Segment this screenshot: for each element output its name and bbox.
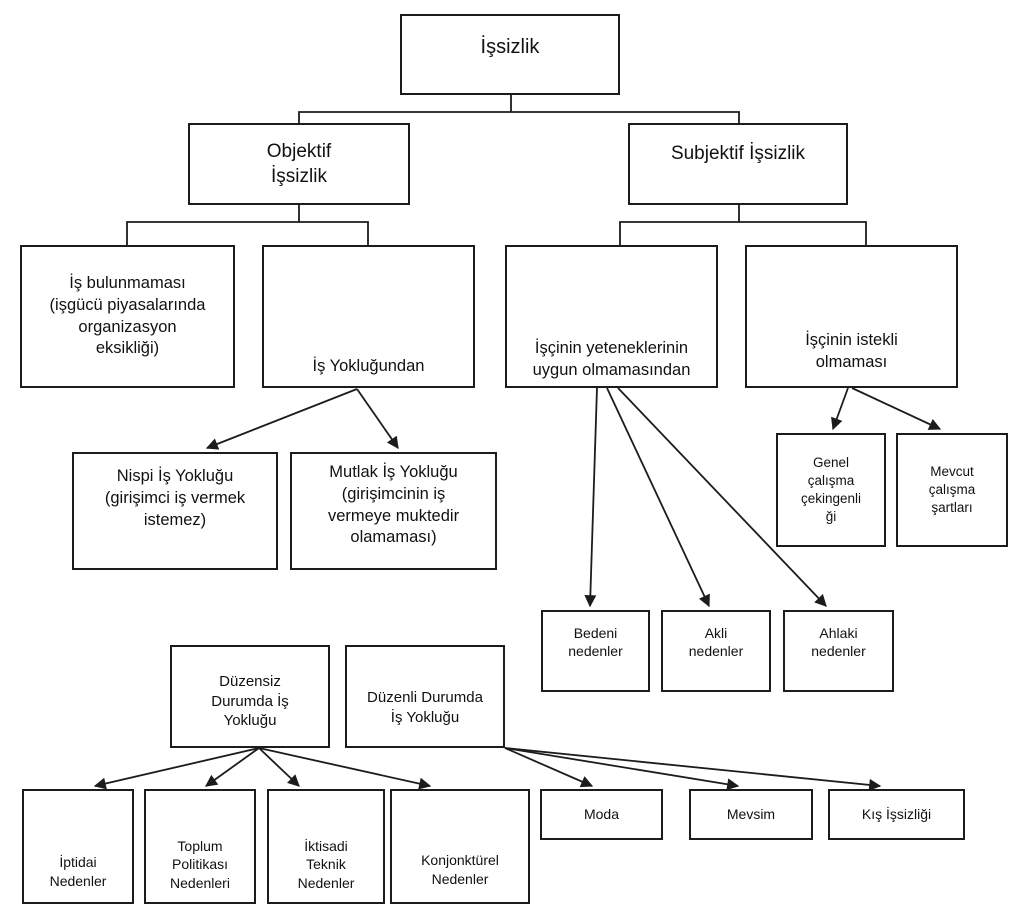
node-duzensiz-durumda: Düzensiz Durumda İş Yokluğu [170, 645, 330, 748]
node-nispi-is-yoklugu: Nispi İş Yokluğu (girişimci iş vermek is… [72, 452, 278, 570]
node-toplum-label: Toplum Politikası Nedenleri [170, 837, 230, 891]
node-iptidai-nedenler: İptidai Nedenler [22, 789, 134, 904]
connector-duzensiz-toplum [205, 747, 260, 787]
node-duzenli-durumda: Düzenli Durumda İş Yokluğu [345, 645, 505, 748]
connector-objektif-children [126, 205, 369, 245]
node-is-yoklugundan-label: İş Yokluğundan [312, 357, 425, 376]
connector-isyoklugu-mutlak [356, 388, 399, 449]
node-is-yoklugundan: İş Yokluğundan [262, 245, 475, 388]
node-objektif-label: Objektif İşsizlik [266, 140, 332, 187]
node-objektif-issizlik: Objektif İşsizlik [188, 123, 410, 205]
node-issizlik-label: İşsizlik [480, 36, 540, 59]
node-is-bulunmamasi-label: İş bulunmaması (işgücü piyasalarında org… [49, 273, 206, 358]
node-nispi-label: Nispi İş Yokluğu (girişimci iş vermek is… [104, 467, 246, 529]
connector-subjektif-children [619, 205, 867, 245]
node-ahlaki-nedenler: Ahlaki nedenler [783, 610, 894, 692]
connector-yetenek-bedeni [584, 387, 598, 608]
node-issizlik: İşsizlik [400, 14, 620, 95]
node-bedeni-nedenler: Bedeni nedenler [541, 610, 650, 692]
node-akli-nedenler: Akli nedenler [661, 610, 771, 692]
connector-duzensiz-iktisadi [258, 747, 300, 787]
node-akli-label: Akli nedenler [688, 624, 744, 659]
connector-duzenli-mevsim [504, 747, 740, 791]
connector-istekli-genel [831, 387, 849, 431]
node-kis-issizligi: Kış İşsizliği [828, 789, 965, 840]
node-kis-issizligi-label: Kış İşsizliği [861, 806, 932, 823]
node-mevcut-calisma-sartlari: Mevcut çalışma şartları [896, 433, 1008, 547]
connector-duzenli-kis [504, 747, 882, 791]
node-duzenli-label: Düzenli Durumda İş Yokluğu [367, 688, 483, 726]
node-is-bulunmamasi: İş bulunmaması (işgücü piyasalarında org… [20, 245, 235, 388]
node-iscinin-istekli-label: İşçinin istekli olmaması [805, 331, 898, 372]
node-mutlak-label: Mutlak İş Yokluğu (girişimcinin iş verme… [327, 463, 460, 547]
node-konjonkturel-label: Konjonktürel Nedenler [421, 852, 499, 887]
node-iktisadi-teknik-nedenler: İktisadi Teknik Nedenler [267, 789, 385, 904]
node-iscinin-istekli: İşçinin istekli olmaması [745, 245, 958, 388]
node-iscinin-yetenekleri-label: İşçinin yeteneklerinin uygun olmamasında… [532, 339, 691, 380]
node-moda-label: Moda [583, 806, 620, 823]
node-konjonkturel-nedenler: Konjonktürel Nedenler [390, 789, 530, 904]
node-subjektif-issizlik: Subjektif İşsizlik [628, 123, 848, 205]
connector-istekli-mevcut [851, 387, 942, 430]
node-iptidai-label: İptidai Nedenler [49, 854, 107, 889]
node-subjektif-label: Subjektif İşsizlik [670, 143, 806, 165]
node-mevsim-label: Mevsim [726, 806, 776, 823]
node-ahlaki-label: Ahlaki nedenler [811, 624, 866, 659]
node-mutlak-is-yoklugu: Mutlak İş Yokluğu (girişimcinin iş verme… [290, 452, 497, 570]
node-mevcut-calisma-label: Mevcut çalışma şartları [928, 464, 976, 515]
connector-duzenli-moda [504, 747, 594, 788]
node-genel-calisma-cekingenligi: Genel çalışma çekingenli ği [776, 433, 886, 547]
connector-issizlik-children [298, 95, 740, 123]
node-moda: Moda [540, 789, 663, 840]
node-iktisadi-label: İktisadi Teknik Nedenler [297, 837, 355, 891]
node-duzensiz-label: Düzensiz Durumda İş Yokluğu [211, 672, 289, 730]
connector-yetenek-akli [606, 387, 710, 608]
connector-isyoklugu-nispi [205, 388, 358, 450]
connector-duzensiz-konjonkturel [258, 747, 432, 790]
node-mevsim: Mevsim [689, 789, 813, 840]
node-bedeni-label: Bedeni nedenler [568, 624, 623, 659]
connector-duzensiz-iptidai [93, 747, 260, 790]
node-toplum-politikasi-nedenleri: Toplum Politikası Nedenleri [144, 789, 256, 904]
node-genel-calisma-label: Genel çalışma çekingenli ği [800, 455, 862, 524]
node-iscinin-yetenekleri: İşçinin yeteneklerinin uygun olmamasında… [505, 245, 718, 388]
